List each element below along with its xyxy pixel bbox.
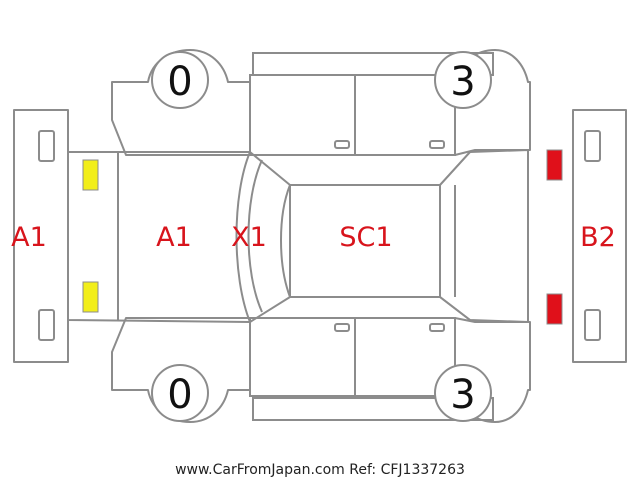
headlights [82,159,99,313]
wheel-front-left: 0 [151,51,209,109]
damage-label-rear-bumper: B2 [580,222,616,253]
footer-reference: www.CarFromJapan.com Ref: CFJ1337263 [175,462,465,478]
wheel-front-right-label: 0 [167,372,192,418]
damage-label-front-bumper: A1 [11,222,47,253]
headlight-left [82,159,99,191]
taillight-left [546,149,563,181]
headlight-right [82,281,99,313]
damage-label-hood: A1 [156,222,192,253]
wheel-rear-left: 3 [434,51,492,109]
taillight-right [546,293,563,325]
car-body-top-view [67,149,529,323]
taillights [546,149,563,325]
wheel-rear-right-label: 3 [450,372,475,418]
wheel-rear-left-label: 3 [450,59,475,105]
wheel-front-left-label: 0 [167,59,192,105]
wheel-rear-right: 3 [434,364,492,422]
damage-label-roof: SC1 [339,222,392,253]
damage-label-front-pillars: X1 [231,222,267,253]
rear-bumper [572,109,627,363]
wheel-front-right: 0 [151,364,209,422]
front-bumper [13,109,69,363]
